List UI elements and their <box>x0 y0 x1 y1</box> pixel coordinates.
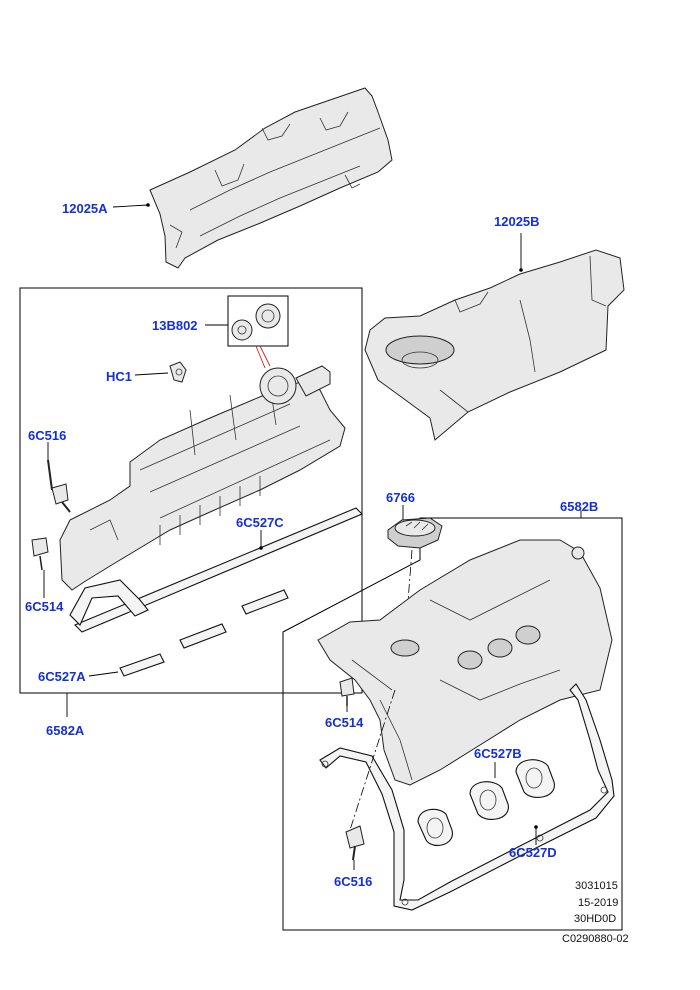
part-label-6582B[interactable]: 6582B <box>560 499 598 514</box>
part-label-6C514-right[interactable]: 6C514 <box>325 715 364 730</box>
spark-plug-seals-left[interactable] <box>119 589 289 677</box>
label-12025A-group <box>112 203 150 208</box>
part-label-6C527A[interactable]: 6C527A <box>38 669 86 684</box>
part-label-6582A[interactable]: 6582A <box>46 723 85 738</box>
grommet-6C514-left[interactable] <box>31 537 49 571</box>
bolt-6C516-left[interactable] <box>47 459 71 513</box>
oil-filler-cap-6766[interactable] <box>387 517 443 549</box>
part-label-6C516-right[interactable]: 6C516 <box>334 874 372 889</box>
part-label-6C514-left[interactable]: 6C514 <box>25 599 64 614</box>
grommet-6C514-right[interactable] <box>339 677 355 706</box>
detail-box-13B802 <box>227 295 289 347</box>
part-label-6C527B[interactable]: 6C527B <box>474 746 522 761</box>
center-line-6C516-right <box>349 689 396 831</box>
part-label-12025B[interactable]: 12025B <box>494 214 540 229</box>
bolt-6C516-right[interactable] <box>345 825 365 861</box>
part-label-12025A[interactable]: 12025A <box>62 201 108 216</box>
spark-plug-seals-6C527B[interactable] <box>417 759 555 846</box>
assembly-box-6582A <box>19 287 363 694</box>
engine-cover-12025B[interactable] <box>364 249 625 441</box>
ref-code-4: C0290880-02 <box>562 933 629 945</box>
ref-code-3: 30HD0D <box>574 913 616 925</box>
gasket-6C527D[interactable] <box>319 683 615 911</box>
part-label-13B802[interactable]: 13B802 <box>152 318 198 333</box>
detail-callout-flare-2 <box>259 345 271 367</box>
part-label-6766[interactable]: 6766 <box>386 490 415 505</box>
cam-cover-6582A[interactable] <box>59 365 346 591</box>
leader-6C527A <box>88 671 119 677</box>
cam-cover-6582B[interactable] <box>317 539 613 786</box>
engine-cover-12025A[interactable] <box>149 87 393 269</box>
part-label-6C527C[interactable]: 6C527C <box>236 515 284 530</box>
label-12025B-group <box>519 233 523 272</box>
part-label-6C527D[interactable]: 6C527D <box>509 845 557 860</box>
ref-code-2: 15-2019 <box>578 897 618 909</box>
part-label-6C516-left[interactable]: 6C516 <box>28 428 66 443</box>
assembly-box-6582B <box>282 517 623 931</box>
leader-HC1 <box>134 372 169 376</box>
part-label-HC1[interactable]: HC1 <box>106 369 132 384</box>
filler-cap-13B802[interactable] <box>231 303 281 341</box>
clip-HC1[interactable] <box>169 361 187 383</box>
detail-callout-flare <box>255 345 266 369</box>
ref-code-1: 3031015 <box>575 880 618 892</box>
